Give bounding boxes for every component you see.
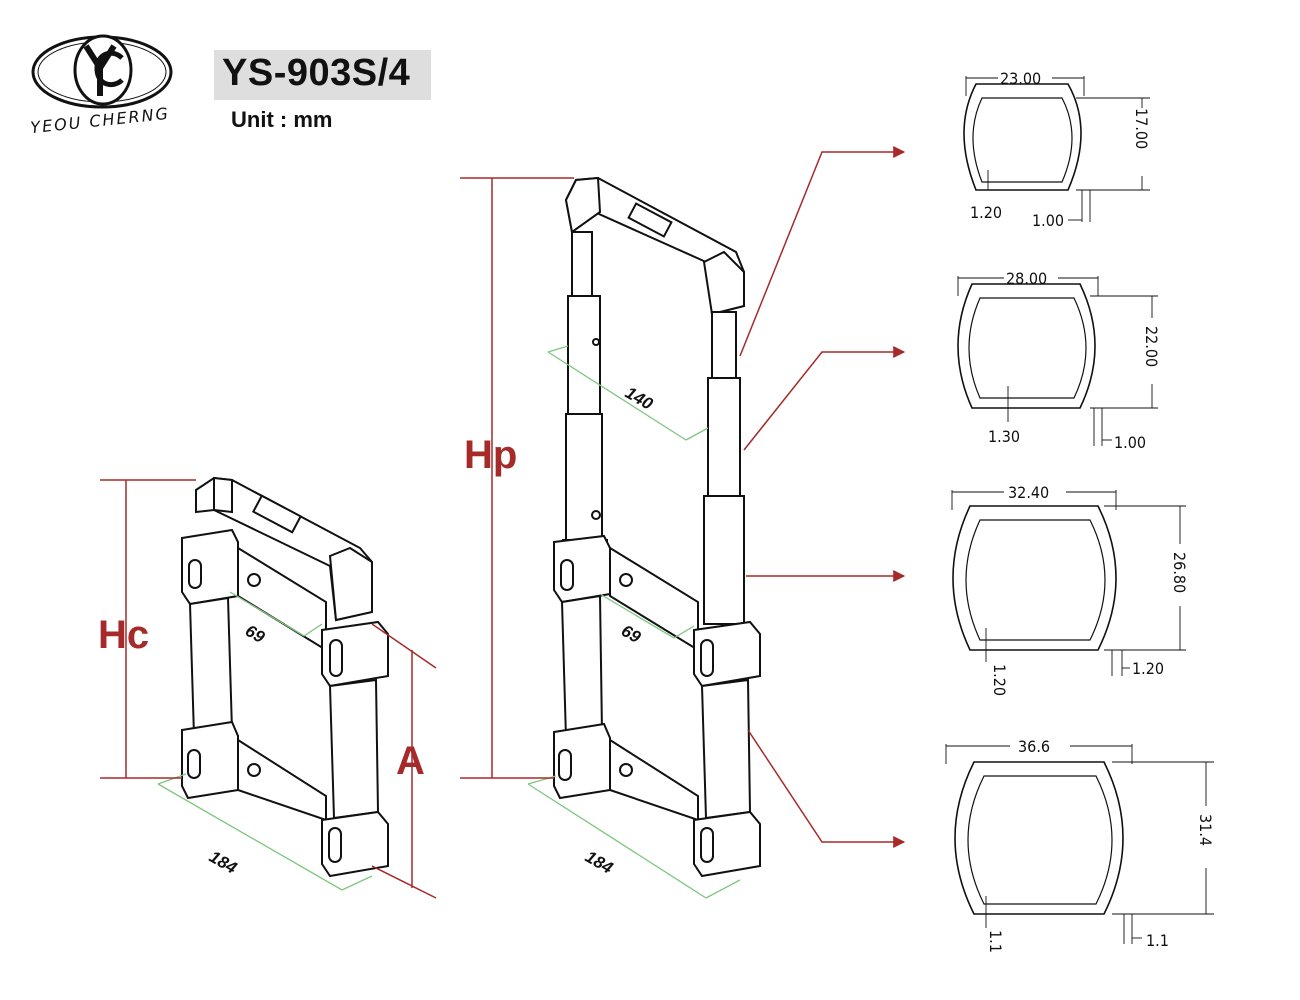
- extended-trolley-handle: [553, 176, 761, 878]
- profile-2-wall-outer: 1.00: [1114, 433, 1146, 452]
- profile-2-width: 28.00: [1006, 269, 1047, 288]
- tube-profile-4: [945, 744, 1214, 944]
- yeou-cherng-logo: YEOU CHERNG: [29, 34, 173, 138]
- model-number: YS-903S/4: [222, 52, 411, 94]
- extended-depth-label: 69: [618, 621, 644, 647]
- profile-3-wall-outer: 1.20: [1132, 659, 1164, 678]
- tube-profile-3: [951, 490, 1186, 676]
- hp-label: Hp: [464, 433, 517, 477]
- svg-text:YEOU CHERNG: YEOU CHERNG: [29, 104, 170, 138]
- hc-label: Hc: [98, 613, 149, 657]
- profile-1-wall-outer: 1.00: [1032, 211, 1064, 230]
- a-label: A: [396, 739, 425, 783]
- collapsed-trolley-handle: [181, 476, 389, 878]
- profile-4-height: 31.4: [1196, 814, 1215, 846]
- tube-profile-2: [957, 276, 1158, 446]
- tube-profile-1: [963, 76, 1150, 222]
- collapsed-width-label: 184: [206, 847, 241, 878]
- profile-3-height: 26.80: [1170, 552, 1189, 593]
- profile-3-width: 32.40: [1008, 483, 1049, 502]
- profile-2-wall-inner: 1.30: [988, 427, 1020, 446]
- collapsed-depth-label: 69: [242, 621, 268, 647]
- profile-4-width: 36.6: [1018, 737, 1050, 756]
- profile-1-width: 23.00: [1000, 69, 1041, 88]
- extended-width-label: 184: [582, 847, 617, 878]
- profile-1-wall-inner: 1.20: [970, 203, 1002, 222]
- profile-4-wall-inner: 1.1: [986, 930, 1005, 953]
- tube-spacing-label: 140: [622, 383, 657, 414]
- profile-4-wall-outer: 1.1: [1146, 931, 1169, 950]
- profile-2-height: 22.00: [1142, 326, 1161, 367]
- model-title-background: [214, 50, 431, 100]
- profile-1-height: 17.00: [1132, 108, 1151, 149]
- red-dimension-lines: [100, 146, 906, 899]
- unit-label: Unit : mm: [231, 107, 333, 132]
- profile-3-wall-inner: 1.20: [990, 664, 1009, 696]
